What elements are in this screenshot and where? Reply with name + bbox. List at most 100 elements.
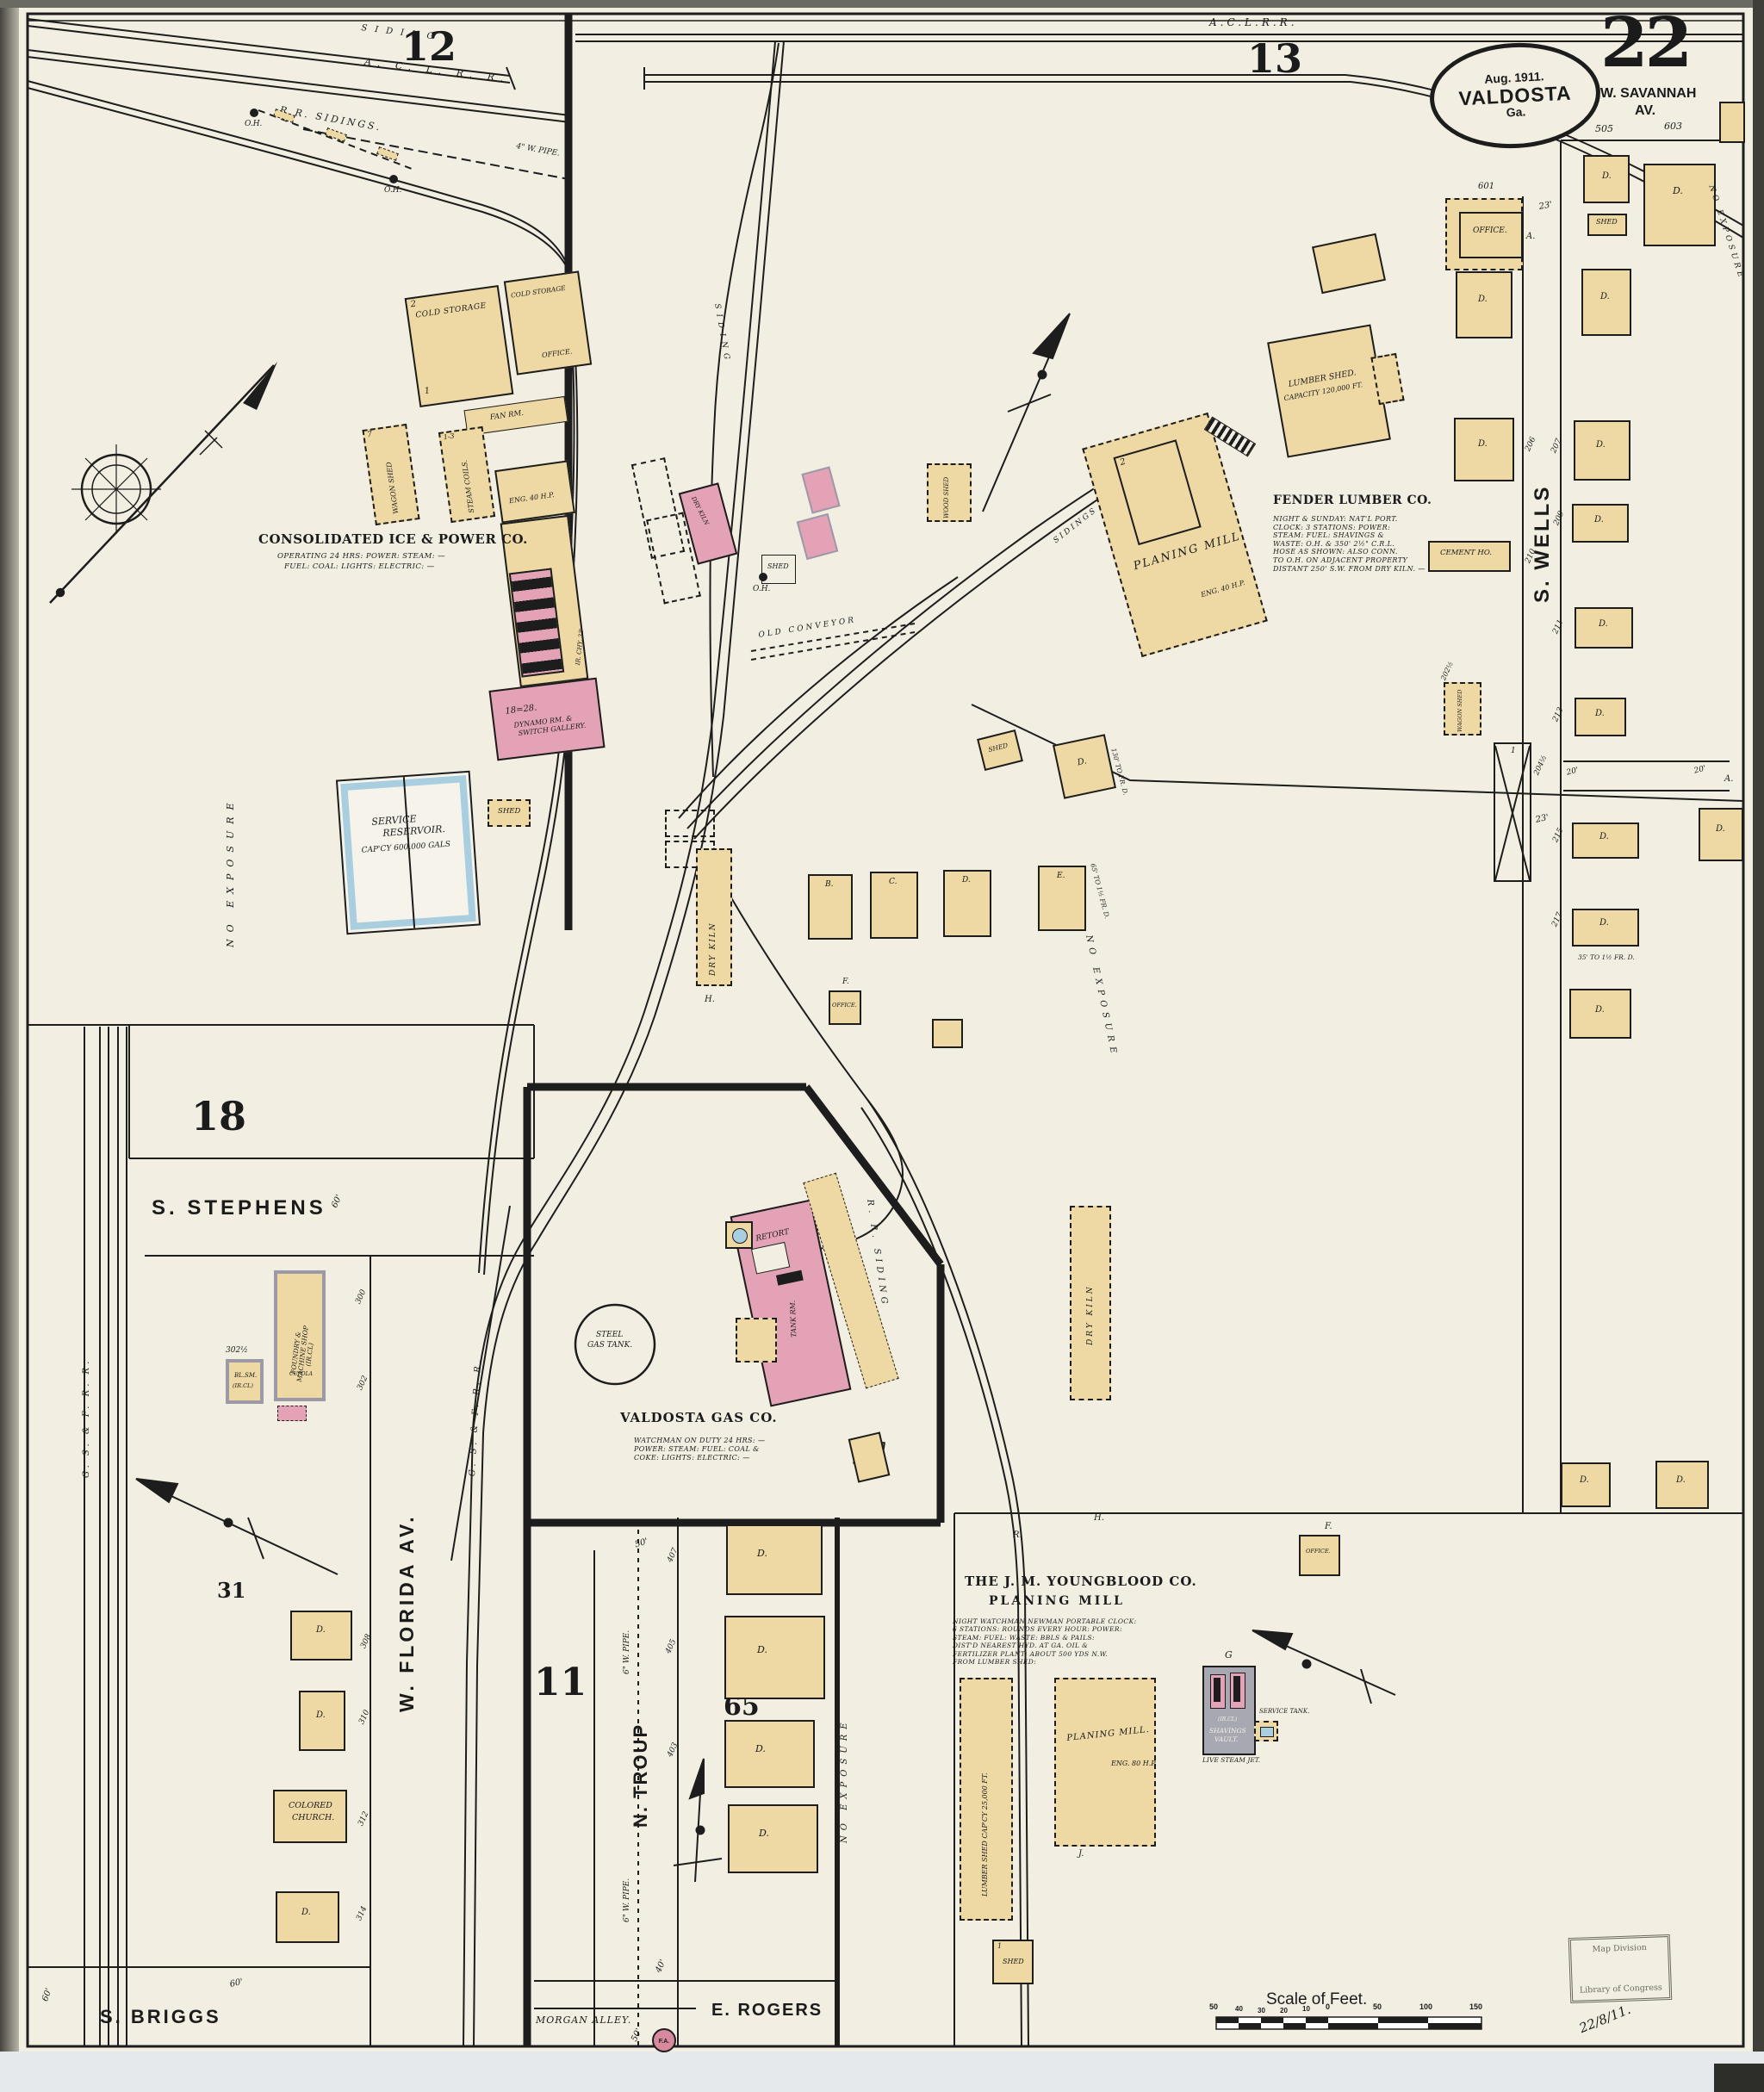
- building-dwelling-savannah-2: D.: [1643, 164, 1716, 246]
- street-w-savannah: W. SAVANNAH: [1600, 86, 1697, 101]
- building-planing-mill-youngblood: PLANING MILL. ENG. 80 H.P.: [1054, 1678, 1157, 1847]
- scale-tick: 50: [1209, 2002, 1219, 2011]
- scale-title: Scale of Feet.: [1266, 1990, 1368, 2008]
- building-dwelling-407: D.: [726, 1524, 823, 1595]
- church-label-2: CHURCH.: [292, 1813, 335, 1822]
- oh-label-1: O.H.: [245, 120, 263, 128]
- alley-letter-a-1: A.: [1526, 232, 1536, 241]
- fan-room-label: FAN RM.: [489, 408, 525, 423]
- ice-note-2: FUEL: COAL: LIGHTS: ELECTRIC: —: [284, 562, 435, 571]
- building-office-601: OFFICE.: [1459, 212, 1523, 258]
- scale-tick: 30: [1258, 2007, 1265, 2014]
- youngblood-note-line: FROM LUMBER SHED:: [953, 1657, 1037, 1666]
- house-number-3025: 302½: [226, 1346, 248, 1355]
- building-dwelling-upper-east: D.: [1581, 269, 1631, 336]
- shed-label: SHED: [987, 741, 1009, 754]
- building-shed-reservoir: SHED: [488, 799, 531, 827]
- engine-40hp-fender: ENG. 40 H.P.: [1200, 579, 1246, 599]
- dwelling-label: D.: [1599, 918, 1609, 928]
- building-forge: [277, 1406, 307, 1421]
- building-colored-church: COLORED CHURCH.: [273, 1790, 347, 1843]
- building-c: C.: [870, 872, 918, 939]
- sheet-number: 22: [1600, 2, 1693, 83]
- youngblood-note-line: STEAM: FUEL: WASTE: BBLS & PAILS:: [953, 1633, 1095, 1642]
- wood-shed-label: WOOD SHED: [943, 476, 950, 518]
- street-n-troup: N. TROUP: [630, 1723, 651, 1828]
- map-frame: [26, 12, 1745, 2048]
- building-number: 2: [409, 299, 417, 310]
- street-morgan-alley: MORGAN ALLEY.: [536, 2014, 632, 2026]
- building-gas-shed: [736, 1318, 777, 1363]
- panel-11: 11: [534, 1661, 587, 1704]
- steel-gas-tank-label-2: GAS TANK.: [587, 1341, 633, 1350]
- cupola-label: CUPOLA: [289, 1371, 313, 1377]
- building-wagon-shed-wells: WAGON SHED: [1444, 682, 1481, 736]
- blacksmith-ircl: (IR.CL): [233, 1382, 253, 1389]
- building-dry-kiln-youngblood: DRY KILN: [1070, 1206, 1111, 1400]
- building-dwelling-405: D.: [724, 1616, 825, 1699]
- dwelling-label: D.: [1595, 709, 1605, 718]
- dwelling-label: D.: [301, 1908, 311, 1917]
- building-number: 1: [1511, 747, 1516, 755]
- dwelling-label: D.: [1676, 1475, 1686, 1485]
- building-f-office: OFFICE.: [829, 990, 861, 1025]
- youngblood-note-line: DIST'D NEAREST HYD. AT GA. OIL &: [953, 1642, 1089, 1650]
- dry-kiln-label-small: DRY KILN: [689, 495, 711, 527]
- building-number: 2: [1119, 456, 1127, 469]
- compass-rose: [49, 362, 277, 604]
- gas-note-line: POWER: STEAM: FUEL: COAL &: [634, 1445, 760, 1453]
- building-cold-storage-2: COLD STORAGE OFFICE.: [503, 270, 593, 376]
- building-dwelling-bottom-2: D.: [1655, 1461, 1709, 1509]
- gsf-label-left: G. S. & F. R. R.: [82, 1357, 91, 1478]
- building-corner-top-right: [1719, 102, 1745, 143]
- house-number-603: 603: [1664, 121, 1682, 132]
- gas-company-name: VALDOSTA GAS CO.: [620, 1410, 778, 1425]
- panel-12: 12: [401, 23, 457, 70]
- building-dwelling-bottom-1: D.: [1561, 1462, 1611, 1507]
- building-purifier: [725, 1221, 753, 1249]
- steel-gas-tank-label-1: STEEL: [596, 1331, 624, 1339]
- ice-company-name: CONSOLIDATED ICE & POWER CO.: [258, 531, 528, 547]
- building-letter-b: B.: [825, 880, 834, 889]
- dwelling-label: D.: [1599, 832, 1609, 841]
- street-s-stephens: S. STEPHENS: [152, 1196, 326, 1220]
- dwelling-label: D.: [1076, 756, 1088, 768]
- letter-r: R.: [1013, 1530, 1022, 1540]
- building-dwelling-403: D.: [724, 1720, 815, 1788]
- oh-label-2: O.H.: [384, 186, 402, 195]
- building-lumber-shed-120k: LUMBER SHED. CAPACITY 120,000 FT.: [1267, 324, 1391, 458]
- retort-label: RETORT: [755, 1227, 791, 1244]
- youngblood-notes: NIGHT WATCHMAN NEWMAN PORTABLE CLOCK: 6 …: [953, 1617, 1137, 1666]
- fire-alarm-label: F.A.: [658, 2039, 670, 2045]
- dwelling-label: D.: [1600, 292, 1610, 301]
- building-dwelling-401: D.: [728, 1804, 818, 1873]
- street-s-briggs: S. BRIGGS: [100, 2006, 221, 2027]
- stamp-line-1: Map Division: [1592, 1942, 1648, 1955]
- building-shed-savannah: SHED: [1587, 214, 1627, 236]
- pipe6-label-2: 6" W. PIPE.: [623, 1878, 631, 1922]
- letter-j: J.: [1078, 1849, 1084, 1859]
- building-dwelling-lower-1: D.: [1569, 989, 1631, 1039]
- street-w-florida: W. FLORIDA AV.: [395, 1513, 418, 1712]
- dwelling-label: D.: [1595, 1005, 1605, 1015]
- house-number-601: 601: [1478, 182, 1495, 191]
- building-cold-storage-1: 2 COLD STORAGE 1: [404, 284, 514, 408]
- building-dwelling-207: D.: [1574, 420, 1630, 481]
- scale-tick: 150: [1469, 2002, 1483, 2011]
- steam-coils-number: 1-3: [443, 431, 456, 442]
- engine-80hp-label: ENG. 80 H.P.: [1111, 1760, 1157, 1767]
- fender-note-line: TO O.H. ON ADJACENT PROPERTY: [1273, 556, 1408, 564]
- street-w-savannah-av: AV.: [1635, 103, 1656, 118]
- alley-letter-a-2: A.: [1724, 774, 1734, 784]
- building-foundry: FOUNDRY & MACHINE SHOP (IR.CL) CUPOLA: [274, 1270, 326, 1401]
- scan-edge-bottom: [0, 2052, 1764, 2092]
- dwelling-label: D.: [316, 1625, 326, 1635]
- building-dwelling-314: D.: [276, 1891, 339, 1943]
- building-dwelling-217: D.: [1572, 909, 1639, 947]
- scan-edge-left: [0, 0, 19, 2092]
- scale-tick: 50: [1373, 2002, 1382, 2011]
- scale-bar: [1215, 2016, 1482, 2030]
- dwelling-label: D.: [1599, 619, 1608, 629]
- dwelling-label: D.: [316, 1710, 326, 1720]
- lumber-shed-25k-label: LUMBER SHED CAP'CY 25,000 FT.: [981, 1772, 989, 1896]
